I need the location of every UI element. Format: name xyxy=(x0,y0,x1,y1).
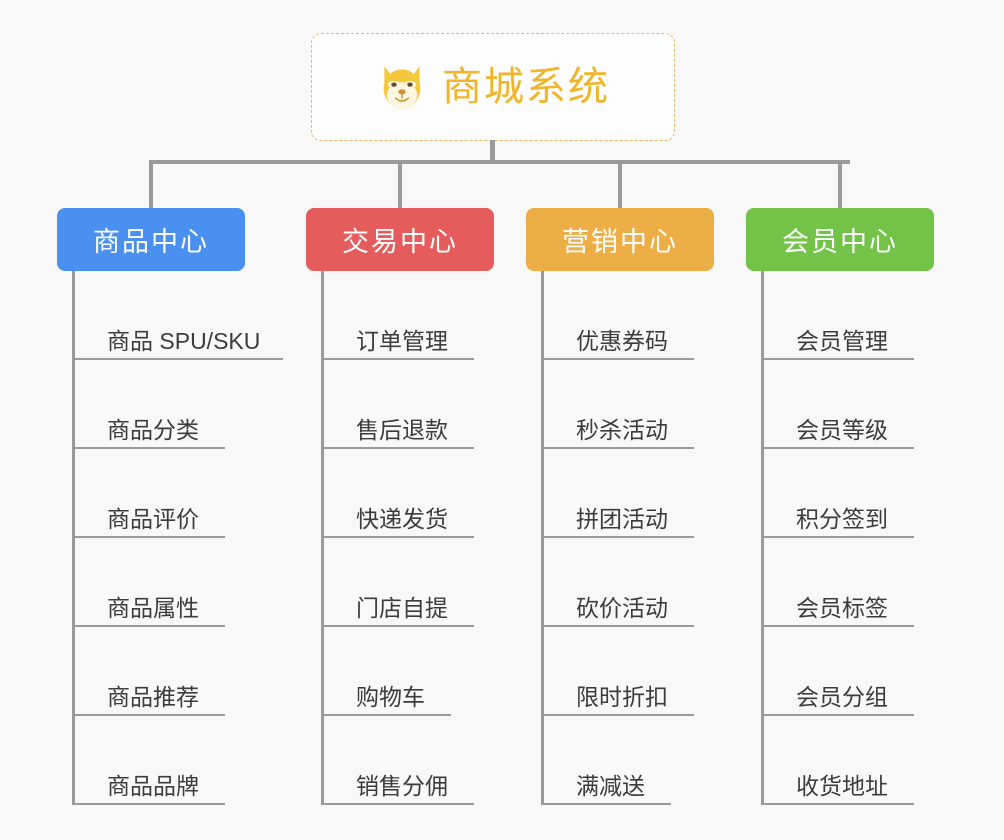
branch-column-2: 营销中心 优惠券码 秒杀活动 拼团活动 砍价活动 限时折扣 xyxy=(526,208,714,805)
leaf-rule xyxy=(764,625,914,627)
leaf-rule xyxy=(75,358,283,360)
leaf-label: 砍价活动 xyxy=(576,594,668,621)
branch-leaf-list-3: 会员管理 会员等级 积分签到 会员标签 会员分组 收货地址 xyxy=(761,271,934,805)
leaf-label: 订单管理 xyxy=(356,327,448,354)
branch-column-3: 会员中心 会员管理 会员等级 积分签到 会员标签 会员分组 xyxy=(746,208,934,805)
branch-header-label: 商品中心 xyxy=(93,227,209,257)
leaf-label: 购物车 xyxy=(356,683,425,710)
leaf-item[interactable]: 秒杀活动 xyxy=(544,360,714,449)
connector-drop-0 xyxy=(149,160,153,210)
leaf-item[interactable]: 限时折扣 xyxy=(544,627,714,716)
leaf-label: 售后退款 xyxy=(356,416,448,443)
leaf-rule xyxy=(764,803,914,805)
leaf-rule xyxy=(75,625,225,627)
leaf-label: 限时折扣 xyxy=(576,683,668,710)
leaf-item[interactable]: 拼团活动 xyxy=(544,449,714,538)
leaf-label: 商品品牌 xyxy=(107,772,199,799)
branch-leaf-list-0: 商品 SPU/SKU 商品分类 商品评价 商品属性 商品推荐 商品品牌 xyxy=(72,271,283,805)
leaf-item[interactable]: 商品 SPU/SKU xyxy=(75,271,283,360)
leaf-rule xyxy=(544,625,694,627)
leaf-label: 会员管理 xyxy=(796,327,888,354)
branch-header-label: 会员中心 xyxy=(782,227,898,257)
leaf-label: 商品 SPU/SKU xyxy=(107,327,261,354)
branch-header-1[interactable]: 交易中心 xyxy=(306,208,494,271)
leaf-rule xyxy=(324,536,474,538)
leaf-rule xyxy=(544,803,671,805)
branch-leaf-list-1: 订单管理 售后退款 快递发货 门店自提 购物车 销售分佣 xyxy=(321,271,494,805)
connector-drop-2 xyxy=(618,160,622,210)
leaf-label: 会员标签 xyxy=(796,594,888,621)
leaf-item[interactable]: 购物车 xyxy=(324,627,494,716)
leaf-label: 门店自提 xyxy=(356,594,448,621)
leaf-item[interactable]: 会员管理 xyxy=(764,271,934,360)
leaf-item[interactable]: 会员分组 xyxy=(764,627,934,716)
leaf-label: 会员等级 xyxy=(796,416,888,443)
leaf-item[interactable]: 砍价活动 xyxy=(544,538,714,627)
leaf-item[interactable]: 积分签到 xyxy=(764,449,934,538)
leaf-item[interactable]: 商品分类 xyxy=(75,360,245,449)
leaf-rule xyxy=(544,536,694,538)
leaf-item[interactable]: 商品评价 xyxy=(75,449,245,538)
root-title: 商城系统 xyxy=(442,65,610,109)
leaf-rule xyxy=(324,625,474,627)
connector-root-stem xyxy=(490,140,495,163)
leaf-label: 商品分类 xyxy=(107,416,199,443)
leaf-rule xyxy=(764,714,914,716)
branch-header-label: 交易中心 xyxy=(342,227,458,257)
leaf-rule xyxy=(324,358,474,360)
branch-header-3[interactable]: 会员中心 xyxy=(746,208,934,271)
leaf-rule xyxy=(544,358,694,360)
leaf-item[interactable]: 会员等级 xyxy=(764,360,934,449)
leaf-rule xyxy=(764,447,914,449)
leaf-rule xyxy=(764,536,914,538)
leaf-rule xyxy=(75,447,225,449)
leaf-rule xyxy=(75,714,225,716)
leaf-rule xyxy=(324,714,451,716)
leaf-label: 优惠券码 xyxy=(576,327,668,354)
dog-face-icon xyxy=(383,66,421,110)
leaf-label: 快递发货 xyxy=(356,505,448,532)
leaf-item[interactable]: 满减送 xyxy=(544,716,714,805)
branch-column-1: 交易中心 订单管理 售后退款 快递发货 门店自提 购物车 xyxy=(306,208,494,805)
leaf-item[interactable]: 售后退款 xyxy=(324,360,494,449)
leaf-label: 积分签到 xyxy=(796,505,888,532)
connector-drop-1 xyxy=(398,160,402,210)
leaf-item[interactable]: 会员标签 xyxy=(764,538,934,627)
root-node[interactable]: 商城系统 xyxy=(311,33,675,141)
branch-leaf-list-2: 优惠券码 秒杀活动 拼团活动 砍价活动 限时折扣 满减送 xyxy=(541,271,714,805)
leaf-label: 拼团活动 xyxy=(576,505,668,532)
leaf-label: 商品属性 xyxy=(107,594,199,621)
leaf-label: 销售分佣 xyxy=(356,772,448,799)
branch-header-label: 营销中心 xyxy=(562,227,678,257)
leaf-item[interactable]: 订单管理 xyxy=(324,271,494,360)
leaf-item[interactable]: 收货地址 xyxy=(764,716,934,805)
leaf-label: 收货地址 xyxy=(796,772,888,799)
leaf-label: 商品评价 xyxy=(107,505,199,532)
leaf-label: 商品推荐 xyxy=(107,683,199,710)
leaf-label: 满减送 xyxy=(576,772,645,799)
leaf-rule xyxy=(544,447,694,449)
leaf-item[interactable]: 商品品牌 xyxy=(75,716,245,805)
leaf-rule xyxy=(75,536,225,538)
connector-drop-3 xyxy=(838,160,842,210)
leaf-rule xyxy=(324,803,474,805)
leaf-label: 秒杀活动 xyxy=(576,416,668,443)
leaf-item[interactable]: 门店自提 xyxy=(324,538,494,627)
leaf-item[interactable]: 快递发货 xyxy=(324,449,494,538)
leaf-item[interactable]: 优惠券码 xyxy=(544,271,714,360)
leaf-rule xyxy=(75,803,225,805)
branch-header-2[interactable]: 营销中心 xyxy=(526,208,714,271)
branch-column-0: 商品中心 商品 SPU/SKU 商品分类 商品评价 商品属性 商品推荐 xyxy=(57,208,283,805)
leaf-rule xyxy=(324,447,474,449)
leaf-item[interactable]: 商品属性 xyxy=(75,538,245,627)
leaf-label: 会员分组 xyxy=(796,683,888,710)
leaf-rule xyxy=(764,358,914,360)
leaf-rule xyxy=(544,714,694,716)
leaf-item[interactable]: 销售分佣 xyxy=(324,716,494,805)
branch-header-0[interactable]: 商品中心 xyxy=(57,208,245,271)
leaf-item[interactable]: 商品推荐 xyxy=(75,627,245,716)
connector-horizontal-bus xyxy=(150,160,850,164)
